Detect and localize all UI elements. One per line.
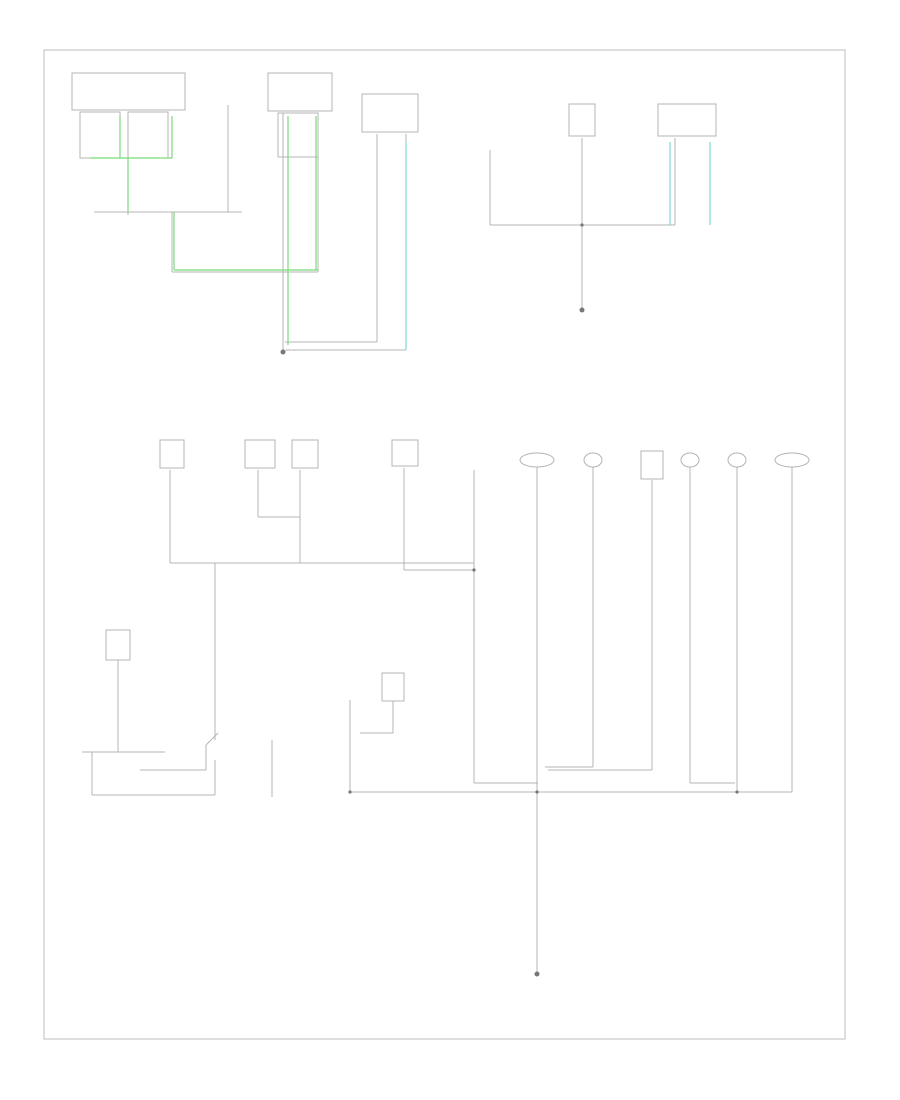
splice-point-3 bbox=[535, 790, 539, 794]
ground-points bbox=[280, 223, 739, 977]
page-frame bbox=[43, 49, 846, 1040]
connector-box-4 bbox=[391, 439, 419, 467]
component-box-sensor bbox=[568, 103, 596, 137]
lamp-2 bbox=[583, 452, 603, 468]
lamp-3 bbox=[680, 452, 700, 468]
connector-box-7 bbox=[381, 672, 405, 702]
splice-point-1 bbox=[580, 223, 584, 227]
cyan-wires bbox=[405, 142, 711, 350]
lamp-4 bbox=[727, 452, 747, 468]
lamp-5 bbox=[774, 452, 810, 468]
green-wires bbox=[90, 116, 318, 345]
connector-box-1 bbox=[159, 439, 185, 469]
ground-point-1 bbox=[280, 349, 286, 355]
connector-box-2 bbox=[244, 439, 276, 469]
connector-box-6 bbox=[105, 629, 131, 661]
lamp-1 bbox=[519, 452, 555, 468]
component-box-top-middle bbox=[267, 72, 333, 112]
component-box-right bbox=[657, 103, 717, 137]
splice-point-5 bbox=[735, 790, 739, 794]
ground-point-2 bbox=[579, 307, 585, 313]
connector-box-c bbox=[277, 112, 319, 158]
ground-point-3 bbox=[534, 971, 540, 977]
component-box-top-left bbox=[71, 72, 186, 111]
connector-box-3 bbox=[291, 439, 319, 469]
connector-box-b bbox=[127, 111, 169, 159]
connector-box-5 bbox=[640, 450, 664, 480]
wiring bbox=[71, 72, 810, 972]
splice-point-2 bbox=[472, 568, 476, 572]
connector-box-a bbox=[79, 111, 121, 159]
splice-point-4 bbox=[348, 790, 352, 794]
component-box-module bbox=[361, 93, 419, 133]
